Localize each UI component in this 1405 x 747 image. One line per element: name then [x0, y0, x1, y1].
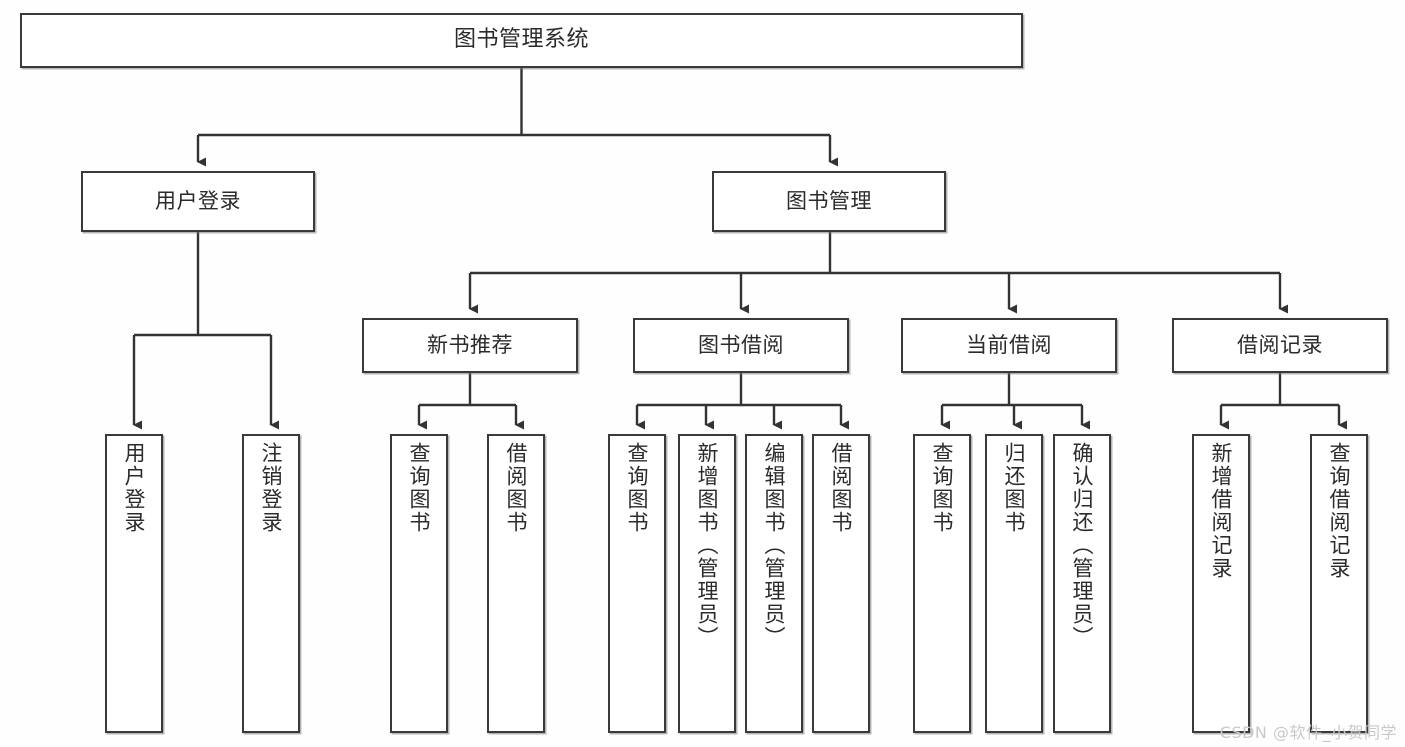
- leaf-query-books-recommend[interactable]: 查询图书: [390, 434, 448, 733]
- node-label: 借阅图书: [829, 442, 854, 534]
- leaf-logout[interactable]: 注销登录: [242, 434, 300, 733]
- node-book-management[interactable]: 图书管理: [712, 171, 946, 232]
- node-label: 新书推荐: [427, 333, 513, 358]
- node-label: 当前借阅: [966, 333, 1052, 358]
- node-root[interactable]: 图书管理系统: [20, 13, 1023, 68]
- node-label: 确认归还（管理员）: [1070, 442, 1095, 649]
- leaf-confirm-return-admin[interactable]: 确认归还（管理员）: [1053, 434, 1111, 733]
- csdn-watermark: CSDN @软件_小贺同学: [1219, 723, 1397, 742]
- leaf-query-books-borrow[interactable]: 查询图书: [608, 434, 666, 733]
- leaf-user-login[interactable]: 用户登录: [105, 434, 163, 733]
- node-label: 查询借阅记录: [1327, 442, 1352, 580]
- leaf-borrow-books-recommend[interactable]: 借阅图书: [487, 434, 545, 733]
- leaf-query-books-current[interactable]: 查询图书: [913, 434, 971, 733]
- node-label: 图书管理: [786, 189, 872, 214]
- node-label: 用户登录: [155, 189, 241, 214]
- leaf-add-borrow-record[interactable]: 新增借阅记录: [1192, 434, 1250, 733]
- leaf-add-book-admin[interactable]: 新增图书（管理员）: [678, 434, 736, 733]
- node-label: 用户登录: [122, 442, 147, 534]
- node-label: 注销登录: [259, 442, 284, 534]
- node-label: 查询图书: [930, 442, 955, 534]
- node-label: 归还图书: [1002, 442, 1027, 534]
- node-current-borrow[interactable]: 当前借阅: [901, 318, 1117, 373]
- node-label: 借阅图书: [504, 442, 529, 534]
- leaf-borrow-book[interactable]: 借阅图书: [812, 434, 870, 733]
- leaf-return-book[interactable]: 归还图书: [985, 434, 1043, 733]
- node-label: 图书管理系统: [453, 27, 589, 53]
- node-label: 新增图书（管理员）: [695, 442, 720, 649]
- node-user-login[interactable]: 用户登录: [81, 171, 315, 232]
- node-label: 查询图书: [625, 442, 650, 534]
- node-label: 编辑图书（管理员）: [762, 442, 787, 649]
- node-label: 借阅记录: [1237, 333, 1323, 358]
- node-book-borrow[interactable]: 图书借阅: [633, 318, 849, 373]
- node-label: 图书借阅: [698, 333, 784, 358]
- leaf-query-borrow-record[interactable]: 查询借阅记录: [1310, 434, 1368, 733]
- node-borrow-records[interactable]: 借阅记录: [1172, 318, 1388, 373]
- leaf-edit-book-admin[interactable]: 编辑图书（管理员）: [745, 434, 803, 733]
- node-new-book-recommend[interactable]: 新书推荐: [362, 318, 578, 373]
- node-label: 查询图书: [407, 442, 432, 534]
- node-label: 新增借阅记录: [1209, 442, 1234, 580]
